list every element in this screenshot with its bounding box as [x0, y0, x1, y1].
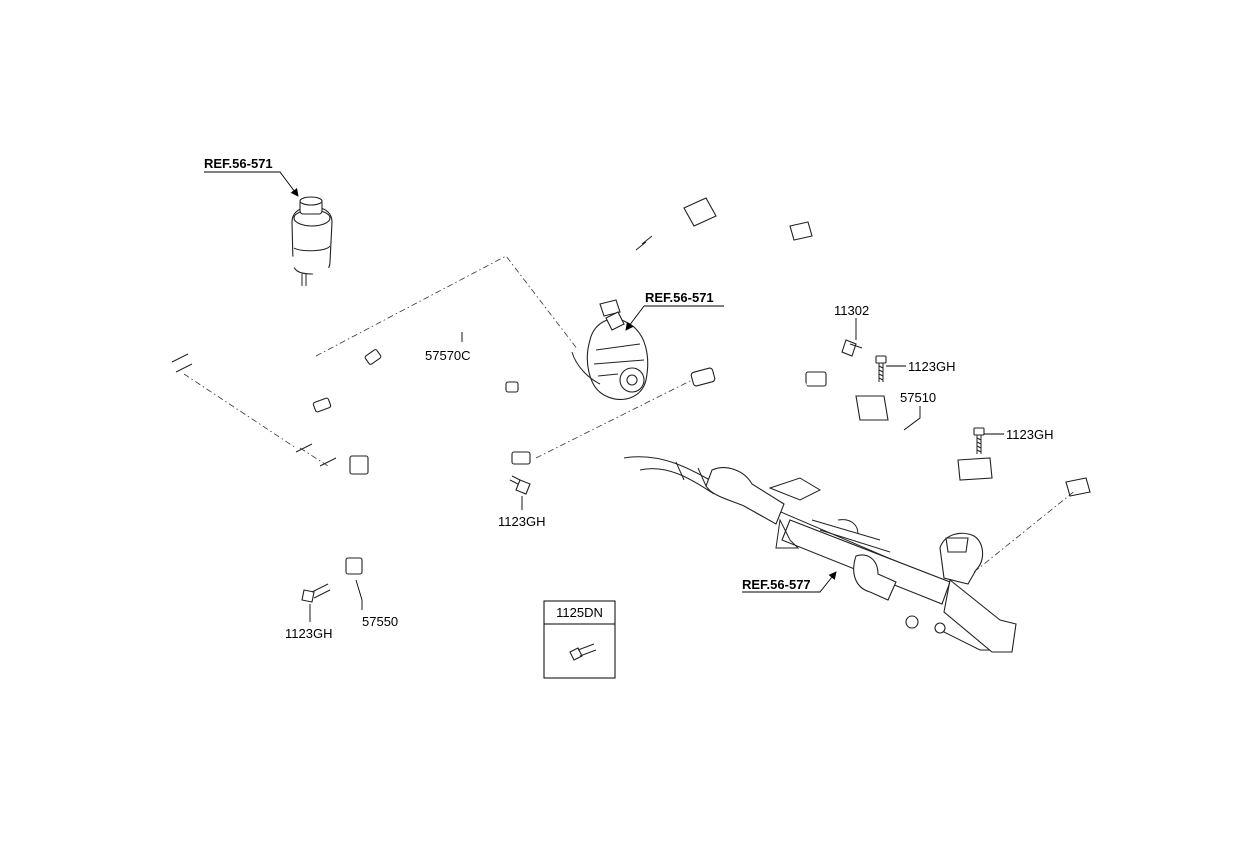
- reservoir-tank[interactable]: [291, 196, 333, 286]
- part-label-bolt-right[interactable]: 1123GH: [1006, 427, 1053, 442]
- part-label-bolt-upper-right[interactable]: 1123GH: [908, 359, 955, 374]
- ref-label-gear[interactable]: REF.56-577: [742, 577, 811, 592]
- pipe-57550[interactable]: [279, 429, 435, 607]
- leader-lines: [204, 171, 1004, 622]
- pressure-hose-lower[interactable]: [690, 356, 810, 396]
- bolt-left[interactable]: [301, 583, 331, 603]
- reservoir-return-hose[interactable]: [288, 263, 348, 355]
- part-label-57570c[interactable]: 57570C: [425, 348, 471, 363]
- bolt-1125dn-icon: [569, 643, 597, 661]
- bolt-right[interactable]: [973, 427, 985, 454]
- suction-hose[interactable]: [171, 256, 302, 380]
- part-label-57550[interactable]: 57550: [362, 614, 398, 629]
- legend-box: [543, 600, 616, 679]
- pipe-57570c[interactable]: [296, 322, 531, 465]
- part-label-bolt-center[interactable]: 1123GH: [498, 514, 545, 529]
- part-label-11302[interactable]: 11302: [834, 303, 869, 318]
- part-label-57510[interactable]: 57510: [900, 390, 936, 405]
- ref-label-pump[interactable]: REF.56-571: [645, 290, 714, 305]
- tube-assembly-57510[interactable]: [805, 371, 1091, 497]
- legend-part-label[interactable]: 1125DN: [556, 605, 603, 620]
- steering-gear-box[interactable]: [623, 456, 1017, 653]
- bolt-11302[interactable]: [841, 339, 863, 357]
- pressure-hose-upper[interactable]: [599, 194, 823, 387]
- ref-label-reservoir[interactable]: REF.56-571: [204, 156, 273, 171]
- connection-lines: [183, 255, 1077, 573]
- bolt-upper-right[interactable]: [875, 355, 887, 382]
- bolt-center[interactable]: [509, 475, 531, 495]
- part-label-bolt-left[interactable]: 1123GH: [285, 626, 332, 641]
- power-steering-pump[interactable]: [571, 311, 649, 400]
